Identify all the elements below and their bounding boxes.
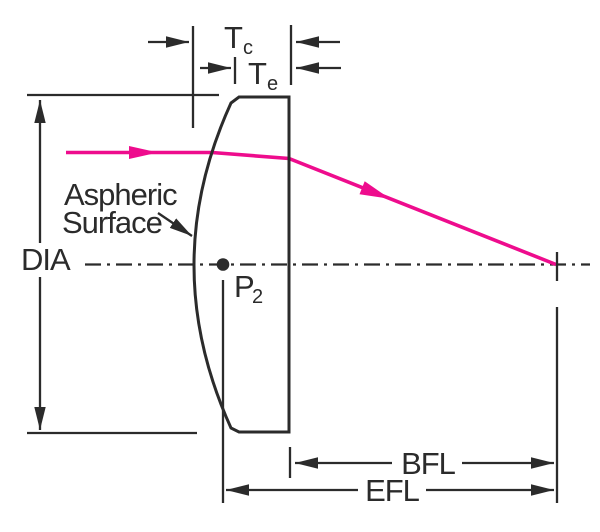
p2-principal-point	[216, 258, 230, 271]
p2-label: P 2	[234, 269, 263, 308]
dia-label: DIA	[21, 242, 71, 277]
efl-label: EFL	[365, 473, 420, 508]
aspheric-surface-leader-arrow	[157, 212, 193, 237]
bfl-label: BFL	[401, 446, 456, 481]
ray-arrowhead-icon	[359, 181, 390, 199]
ray-arrowhead-icon	[129, 146, 158, 159]
te-label: T e	[248, 56, 278, 95]
tc-label: T c	[224, 20, 253, 59]
aspheric-surface-label-line1: Aspheric	[64, 177, 177, 212]
lens-outline	[192, 95, 291, 434]
aspheric-surface-label-line2: Surface	[62, 205, 162, 240]
